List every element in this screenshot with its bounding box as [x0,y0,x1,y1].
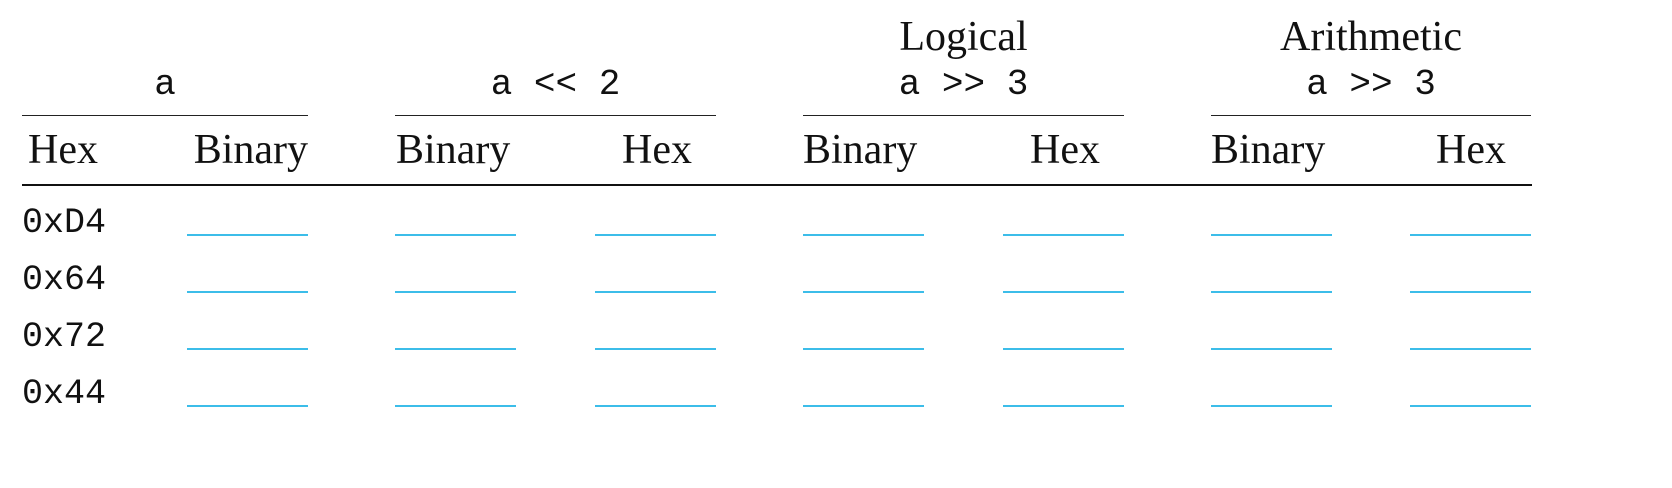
answer-blank-logical-binary[interactable] [803,291,924,293]
group-shl2-expression: a << 2 [490,64,621,105]
answer-blank-shl2-binary[interactable] [395,348,516,350]
answer-blank-arithmetic-binary[interactable] [1211,348,1332,350]
answer-blank-shl2-binary[interactable] [395,291,516,293]
answer-blank-logical-hex[interactable] [1003,348,1124,350]
group-arithmetic-title: Arithmetic [1280,14,1462,60]
column-header-a-hex: Hex [28,127,98,173]
answer-blank-arithmetic-hex[interactable] [1410,234,1531,236]
row-hex-value: 0x72 [22,317,107,357]
group-arithmetic-rule [1211,115,1531,116]
group-logical-title: Logical [899,14,1028,60]
column-header-shl2-binary: Binary [396,127,511,173]
group-a-rule [22,115,308,116]
row-hex-value: 0x44 [22,374,107,414]
header-rule [22,184,1532,186]
answer-blank-a-binary[interactable] [187,405,308,407]
row-hex-value: 0xD4 [22,203,107,243]
answer-blank-a-binary[interactable] [187,234,308,236]
answer-blank-shl2-hex[interactable] [595,405,716,407]
answer-blank-arithmetic-hex[interactable] [1410,291,1531,293]
answer-blank-arithmetic-binary[interactable] [1211,234,1332,236]
answer-blank-shl2-binary[interactable] [395,405,516,407]
group-shl2-rule [395,115,716,116]
column-header-arithmetic-hex: Hex [1436,127,1506,173]
answer-blank-shl2-hex[interactable] [595,291,716,293]
answer-blank-a-binary[interactable] [187,291,308,293]
column-header-logical-hex: Hex [1030,127,1100,173]
answer-blank-arithmetic-hex[interactable] [1410,405,1531,407]
group-logical-expression: a >> 3 [898,64,1029,105]
answer-blank-logical-binary[interactable] [803,405,924,407]
column-header-a-binary: Binary [193,127,308,173]
answer-blank-arithmetic-hex[interactable] [1410,348,1531,350]
answer-blank-shl2-hex[interactable] [595,348,716,350]
answer-blank-logical-hex[interactable] [1003,291,1124,293]
answer-blank-logical-binary[interactable] [803,234,924,236]
answer-blank-logical-hex[interactable] [1003,405,1124,407]
column-header-shl2-hex: Hex [622,127,692,173]
group-a-expression: a [154,64,176,105]
column-header-logical-binary: Binary [803,127,918,173]
answer-blank-arithmetic-binary[interactable] [1211,405,1332,407]
answer-blank-shl2-hex[interactable] [595,234,716,236]
row-hex-value: 0x64 [22,260,107,300]
answer-blank-a-binary[interactable] [187,348,308,350]
answer-blank-arithmetic-binary[interactable] [1211,291,1332,293]
answer-blank-shl2-binary[interactable] [395,234,516,236]
group-logical-rule [803,115,1124,116]
answer-blank-logical-hex[interactable] [1003,234,1124,236]
answer-blank-logical-binary[interactable] [803,348,924,350]
column-header-arithmetic-binary: Binary [1211,127,1326,173]
group-arithmetic-expression: a >> 3 [1306,64,1436,105]
